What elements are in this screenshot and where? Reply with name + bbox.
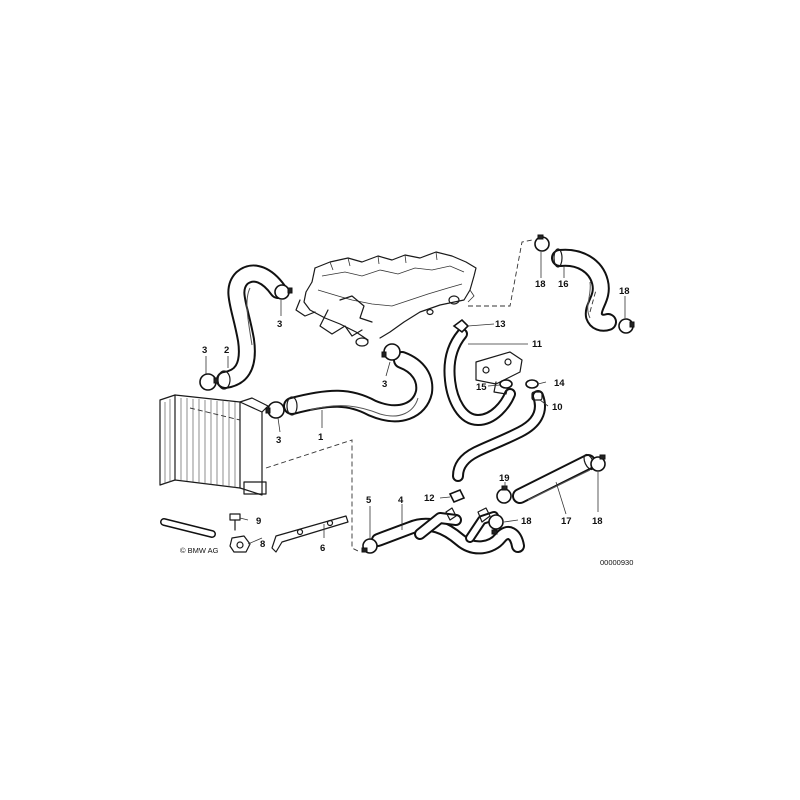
callout-11: 11 xyxy=(532,339,543,350)
callout-14: 14 xyxy=(554,378,565,389)
plug-12-icon xyxy=(448,488,466,504)
callout-3b: 3 xyxy=(277,319,282,330)
hose-1 xyxy=(283,351,434,423)
radiator xyxy=(159,394,269,496)
drawing-number: 00000930 xyxy=(600,558,633,567)
callout-10: 10 xyxy=(552,402,563,413)
screw-9-icon xyxy=(229,513,241,521)
callout-2: 2 xyxy=(224,345,229,356)
copyright-label: © BMW AG xyxy=(180,546,219,555)
callout-1: 1 xyxy=(318,432,324,443)
hose-17 xyxy=(512,453,596,504)
callout-8: 8 xyxy=(260,539,265,550)
callout-5: 5 xyxy=(366,495,372,506)
hose-11 xyxy=(443,328,516,426)
reference-lines xyxy=(265,239,597,553)
hose-4 xyxy=(371,507,525,555)
leader-lines xyxy=(205,252,626,545)
callout-18b: 18 xyxy=(619,286,630,297)
callout-6: 6 xyxy=(320,543,325,554)
callouts: 1 2 3 3 3 3 4 5 6 8 9 10 11 12 13 14 15 … xyxy=(202,279,630,554)
gasket-14-icon xyxy=(525,379,539,389)
small-parts xyxy=(160,513,349,553)
callout-4: 4 xyxy=(398,495,404,506)
callout-19: 19 xyxy=(499,473,510,484)
callout-18a: 18 xyxy=(535,279,546,290)
clamp-18c-icon xyxy=(590,456,606,472)
callout-15: 15 xyxy=(476,382,487,393)
callout-9: 9 xyxy=(256,516,261,527)
bracket-6-icon xyxy=(271,515,349,553)
callout-3d: 3 xyxy=(276,435,281,446)
hose-2 xyxy=(216,264,287,390)
callout-16: 16 xyxy=(558,279,569,290)
hose-16 xyxy=(551,248,617,332)
callout-3c: 3 xyxy=(382,379,387,390)
clamp-19-icon xyxy=(496,488,512,504)
callout-13: 13 xyxy=(495,319,506,330)
callout-3a: 3 xyxy=(202,345,207,356)
callout-12: 12 xyxy=(424,493,435,504)
engine-block xyxy=(295,251,477,347)
holder-8-icon xyxy=(229,535,251,553)
callout-17: 17 xyxy=(561,516,572,527)
clamp-18d-icon xyxy=(488,514,504,530)
clamps xyxy=(199,234,635,554)
callout-18d: 18 xyxy=(592,516,603,527)
clamp-3a-icon xyxy=(274,284,290,300)
flange-plate xyxy=(475,351,523,395)
hose-10 xyxy=(452,390,546,482)
callout-18c: 18 xyxy=(521,516,532,527)
gasket-15-icon xyxy=(499,379,513,389)
